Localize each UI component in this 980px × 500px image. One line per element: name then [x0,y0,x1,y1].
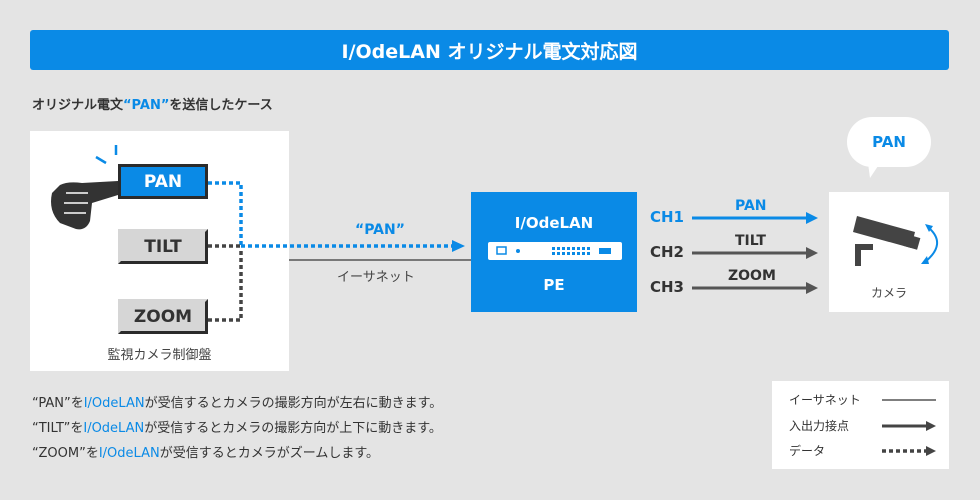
camera-label: カメラ [870,286,907,300]
pan-message-arrowhead [452,240,465,252]
iodelan-pe-unit: I/OdeLAN PE [471,192,637,312]
pan-button[interactable]: PAN [118,164,208,199]
note-highlight: I/OdeLAN [83,396,145,411]
pan-data-line [208,181,243,246]
legend-data-arrowhead [926,446,936,456]
case-prefix: オリジナル電文 [32,98,124,113]
camera-box: カメラ [829,192,949,312]
ch1-signal-label: PAN [735,198,767,214]
tilt-button[interactable]: TILT [118,229,208,264]
ch3-arrowhead [806,282,818,294]
security-camera-icon [853,216,938,266]
note-prefix: “TILT”を [32,421,84,436]
note-suffix: が受信するとカメラがズームします。 [159,446,380,461]
note-suffix: が受信するとカメラの撮影方向が左右に動きます。 [144,396,443,411]
note-tilt: “TILT”をI/OdeLANが受信するとカメラの撮影方向が上下に動きます。 [32,416,442,441]
legend: イーサネット 入出力接点 データ [772,381,949,469]
notes: “PAN”をI/OdeLANが受信するとカメラの撮影方向が左右に動きます。 “T… [32,391,442,466]
ch1-arrowhead [806,212,818,224]
ch3-signal-label: ZOOM [728,268,776,284]
legend-data-label: データ [789,444,826,458]
note-suffix: が受信するとカメラの撮影方向が上下に動きます。 [144,421,442,436]
pe-label: PE [543,276,565,294]
ch1-label: CH1 [650,208,684,226]
pe-title: I/OdeLAN [514,214,594,232]
note-prefix: “PAN”を [32,396,84,411]
ch2-arrowhead [806,247,818,259]
note-zoom: “ZOOM”をI/OdeLANが受信するとカメラがズームします。 [32,441,442,466]
note-prefix: “ZOOM”を [32,446,99,461]
pointing-hand-icon [51,145,126,230]
case-heading: オリジナル電文“PAN”を送信したケース [32,94,273,113]
camera-action-bubble: PAN [847,117,931,167]
legend-io-arrowhead [926,421,936,431]
note-highlight: I/OdeLAN [83,421,145,436]
ch2-label: CH2 [650,243,684,261]
legend-symbols [882,399,936,456]
note-highlight: I/OdeLAN [98,446,160,461]
ethernet-message-label: “PAN” [355,222,405,238]
zoom-data-line [208,250,243,322]
control-panel: PAN TILT ZOOM 監視カメラ制御盤 [30,131,289,371]
ethernet-label: イーサネット [337,270,415,285]
control-panel-label: 監視カメラ制御盤 [107,348,212,363]
page-title: I/OdeLAN オリジナル電文対応図 [30,30,949,70]
note-pan: “PAN”をI/OdeLANが受信するとカメラの撮影方向が左右に動きます。 [32,391,442,416]
case-highlight: “PAN” [123,98,170,113]
legend-io-label: 入出力接点 [789,419,850,433]
ch2-signal-label: TILT [735,233,766,249]
ch3-label: CH3 [650,278,684,296]
device-icon [488,242,622,260]
zoom-button[interactable]: ZOOM [118,299,208,334]
case-suffix: を送信したケース [169,98,273,113]
legend-ethernet-label: イーサネット [789,393,861,407]
